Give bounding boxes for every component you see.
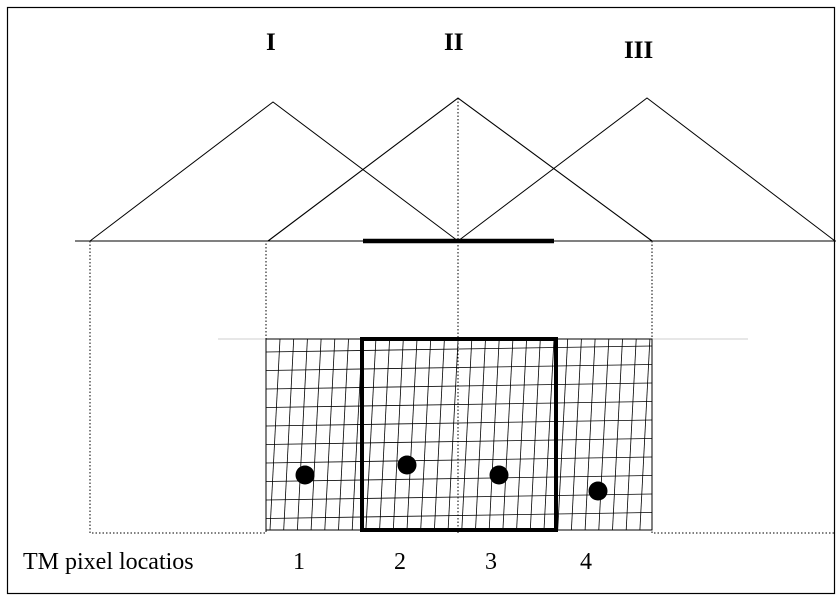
- pixel-grid: [265, 338, 653, 531]
- grid-line-vertical: [283, 338, 295, 531]
- grid-line-vertical: [392, 338, 404, 531]
- grid-line-horizontal: [265, 419, 653, 427]
- grid-line-vertical: [475, 338, 486, 531]
- grid-line-vertical: [434, 338, 445, 531]
- triangle-I: [89, 101, 459, 242]
- grid-line-horizontal: [265, 475, 653, 482]
- peak-label-II: II: [444, 29, 464, 56]
- grid-line-vertical: [406, 338, 418, 531]
- pixel-number-2: 2: [394, 549, 406, 575]
- pixel-number-4: 4: [580, 549, 592, 575]
- grid-line-vertical: [639, 338, 651, 531]
- grid-line-vertical: [338, 338, 349, 531]
- grid-line-vertical: [310, 338, 322, 531]
- grid-line-horizontal: [265, 512, 653, 519]
- grid-line-horizontal: [265, 401, 653, 408]
- left-dotted-box: [89, 241, 267, 534]
- grid-line-vertical: [488, 338, 500, 531]
- axis-caption: TM pixel locatios: [23, 549, 194, 575]
- pixel-dot-3: [489, 465, 509, 485]
- grid-line-vertical: [379, 338, 390, 531]
- grid-line-vertical: [365, 338, 377, 531]
- grid-line-vertical: [297, 338, 308, 531]
- grid-line-vertical: [461, 338, 473, 531]
- grid-line-vertical: [598, 338, 610, 531]
- pixel-number-1: 1: [293, 549, 305, 575]
- peak-label-I: I: [266, 29, 276, 56]
- grid-line-vertical: [502, 338, 514, 531]
- outer-border: [6, 6, 836, 595]
- grid-line-vertical: [324, 338, 336, 531]
- pixel-dot-1: [295, 465, 315, 485]
- grid-line-vertical: [571, 338, 582, 531]
- peak-label-III: III: [624, 37, 654, 64]
- grid-line-horizontal: [265, 382, 653, 390]
- triangle-III: [457, 97, 836, 242]
- grid-line-vertical: [612, 338, 623, 531]
- grid-line-vertical: [420, 338, 432, 531]
- triangle-II: [267, 97, 653, 242]
- grid-line-vertical: [543, 338, 555, 531]
- grid-line-horizontal: [265, 438, 653, 445]
- grid-line-horizontal: [265, 456, 653, 464]
- highlight-box: [360, 337, 558, 532]
- grid-line-horizontal: [265, 493, 653, 501]
- pixel-dot-2: [397, 455, 417, 475]
- grid-line-vertical: [625, 338, 637, 531]
- pixel-number-3: 3: [485, 549, 497, 575]
- pixel-dot-4: [588, 481, 608, 501]
- grid-line-horizontal: [265, 364, 653, 371]
- grid-line-vertical: [447, 338, 459, 531]
- grid-line-vertical: [516, 338, 527, 531]
- grid-line-vertical: [584, 338, 596, 531]
- grid-line-vertical: [557, 338, 569, 531]
- grid-line-vertical: [269, 338, 281, 531]
- right-dotted-box: [651, 241, 835, 534]
- grid-line-horizontal: [265, 345, 653, 353]
- grid-line-vertical: [529, 338, 541, 531]
